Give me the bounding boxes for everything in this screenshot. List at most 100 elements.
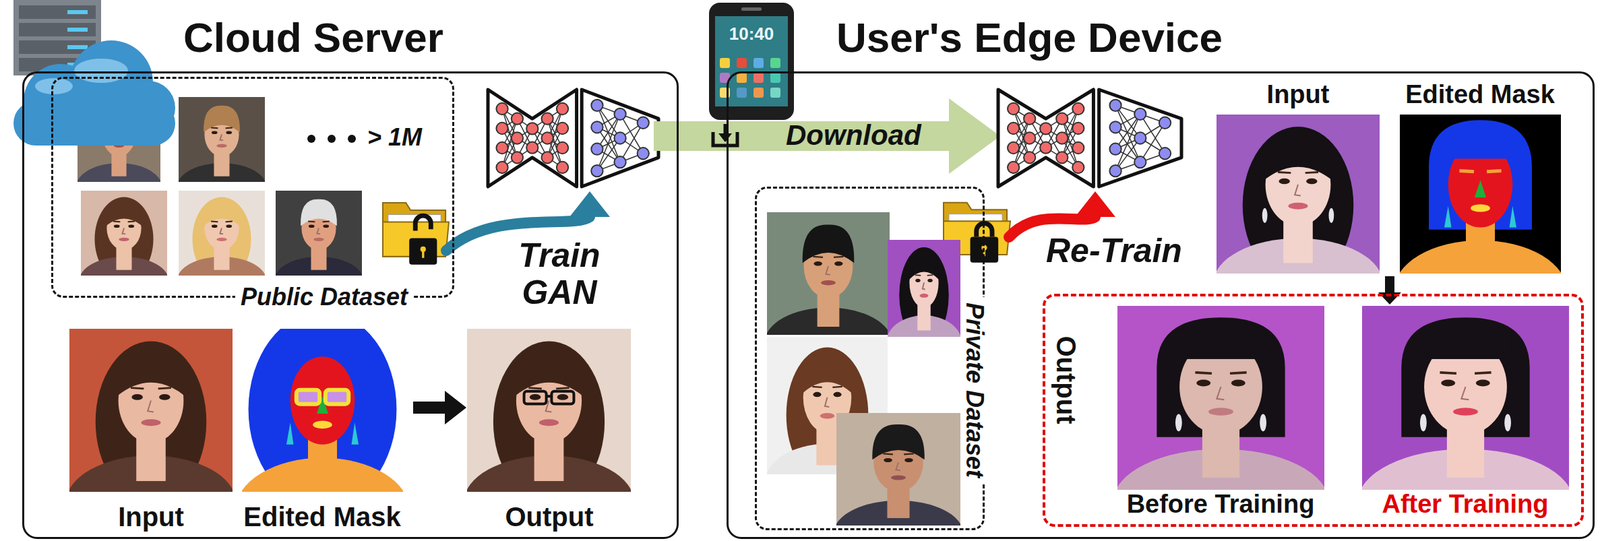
image-caption: Before Training xyxy=(1126,490,1315,519)
gan-network-icon xyxy=(637,147,650,160)
gan-network-icon xyxy=(541,113,554,125)
segmentation-mask xyxy=(1509,206,1518,228)
segmentation-mask xyxy=(1486,170,1502,172)
face-photo xyxy=(1439,372,1457,374)
face-photo xyxy=(557,394,569,401)
gan-network-icon xyxy=(581,89,659,187)
unlocked-folder-icon xyxy=(421,250,424,259)
face-photo xyxy=(1287,202,1308,210)
ellipsis-dots xyxy=(347,134,356,143)
train-arrow xyxy=(569,191,610,218)
phone-icon xyxy=(753,57,764,69)
face-photo xyxy=(147,400,154,412)
gan-network-icon xyxy=(1099,89,1182,187)
gan-network-icon xyxy=(1109,165,1121,177)
face-photo xyxy=(1475,379,1491,387)
face-photo xyxy=(131,394,143,401)
face-photo xyxy=(904,458,914,463)
face-photo xyxy=(211,131,218,135)
face-photo xyxy=(529,394,542,401)
phone-icon xyxy=(719,57,730,69)
cloud-server-icon xyxy=(18,22,96,37)
group-label: Output xyxy=(1051,335,1082,424)
phone-icon xyxy=(741,7,762,11)
gan-network-icon xyxy=(1039,141,1052,153)
face-photo xyxy=(1196,379,1211,387)
face-photo xyxy=(1294,184,1301,197)
face-photo xyxy=(225,221,233,224)
face-photo xyxy=(890,475,906,481)
face-photo xyxy=(1328,208,1334,224)
face-photo xyxy=(211,225,218,229)
gan-network-icon xyxy=(1072,122,1084,135)
face-photo xyxy=(524,391,547,405)
phone-icon xyxy=(709,2,794,120)
cloud-server-icon xyxy=(67,10,88,15)
face-photo xyxy=(887,239,961,337)
gan-network-icon xyxy=(1134,156,1146,168)
dataset-count: > 1M xyxy=(367,124,422,151)
gan-network-icon xyxy=(591,165,603,177)
face-photo xyxy=(1504,414,1512,433)
gan-network-icon xyxy=(1072,142,1084,154)
phone-icon xyxy=(736,87,747,98)
face-photo xyxy=(316,227,321,234)
gan-network-icon xyxy=(511,151,523,164)
face-photo xyxy=(1259,414,1267,433)
gan-network-icon xyxy=(1109,99,1121,112)
face-photo xyxy=(766,212,890,335)
gan-network-icon xyxy=(526,122,538,135)
face-photo xyxy=(219,134,224,141)
gan-network-icon xyxy=(1023,132,1036,144)
face-photo xyxy=(1216,386,1224,400)
gan-network-icon xyxy=(541,151,554,164)
phone-icon xyxy=(770,57,781,69)
face-photo xyxy=(322,221,330,224)
process-arrow xyxy=(413,390,467,425)
panel-title: Cloud Server xyxy=(183,14,444,61)
gan-network-icon xyxy=(1134,108,1146,120)
gan-network-icon xyxy=(1134,132,1146,144)
segmentation-mask xyxy=(296,390,320,405)
segmentation-mask xyxy=(312,421,333,430)
face-photo xyxy=(1362,305,1569,490)
segmentation-mask xyxy=(1399,114,1561,274)
panel-title: User's Edge Device xyxy=(836,14,1223,61)
face-photo xyxy=(1156,317,1285,437)
segmentation-mask xyxy=(1444,130,1516,159)
face-photo xyxy=(820,280,836,286)
face-photo xyxy=(539,419,559,426)
face-photo xyxy=(812,392,821,397)
face-photo xyxy=(824,397,829,408)
phone-icon xyxy=(753,87,764,98)
group-label: Public Dataset xyxy=(235,283,414,311)
gan-network-icon xyxy=(496,161,508,174)
phone-icon xyxy=(736,72,747,83)
face-photo xyxy=(766,212,890,335)
phone-icon xyxy=(736,57,747,69)
ellipsis-dots xyxy=(307,134,356,143)
face-photo xyxy=(322,225,329,229)
face-photo xyxy=(927,279,933,283)
dataset-box: Public Dataset xyxy=(51,76,455,298)
gan-network-icon xyxy=(1023,151,1036,164)
face-photo xyxy=(225,131,232,135)
gan-network-icon xyxy=(487,89,659,187)
face-photo xyxy=(1278,178,1290,185)
face-photo xyxy=(308,221,315,224)
face-photo xyxy=(300,199,337,226)
gan-network-icon xyxy=(1007,161,1020,174)
segmentation-mask xyxy=(351,422,360,445)
face-photo xyxy=(216,144,227,148)
face-photo xyxy=(128,225,135,229)
face-photo xyxy=(551,391,574,405)
segmentation-mask xyxy=(325,390,349,405)
download-arrow xyxy=(653,98,1001,174)
segmentation-mask xyxy=(1470,204,1491,212)
download-arrow xyxy=(653,98,1001,174)
gan-network-icon xyxy=(511,113,523,125)
gan-network-icon xyxy=(613,132,626,144)
face-photo xyxy=(210,221,218,224)
gan-network-icon xyxy=(1159,117,1171,129)
